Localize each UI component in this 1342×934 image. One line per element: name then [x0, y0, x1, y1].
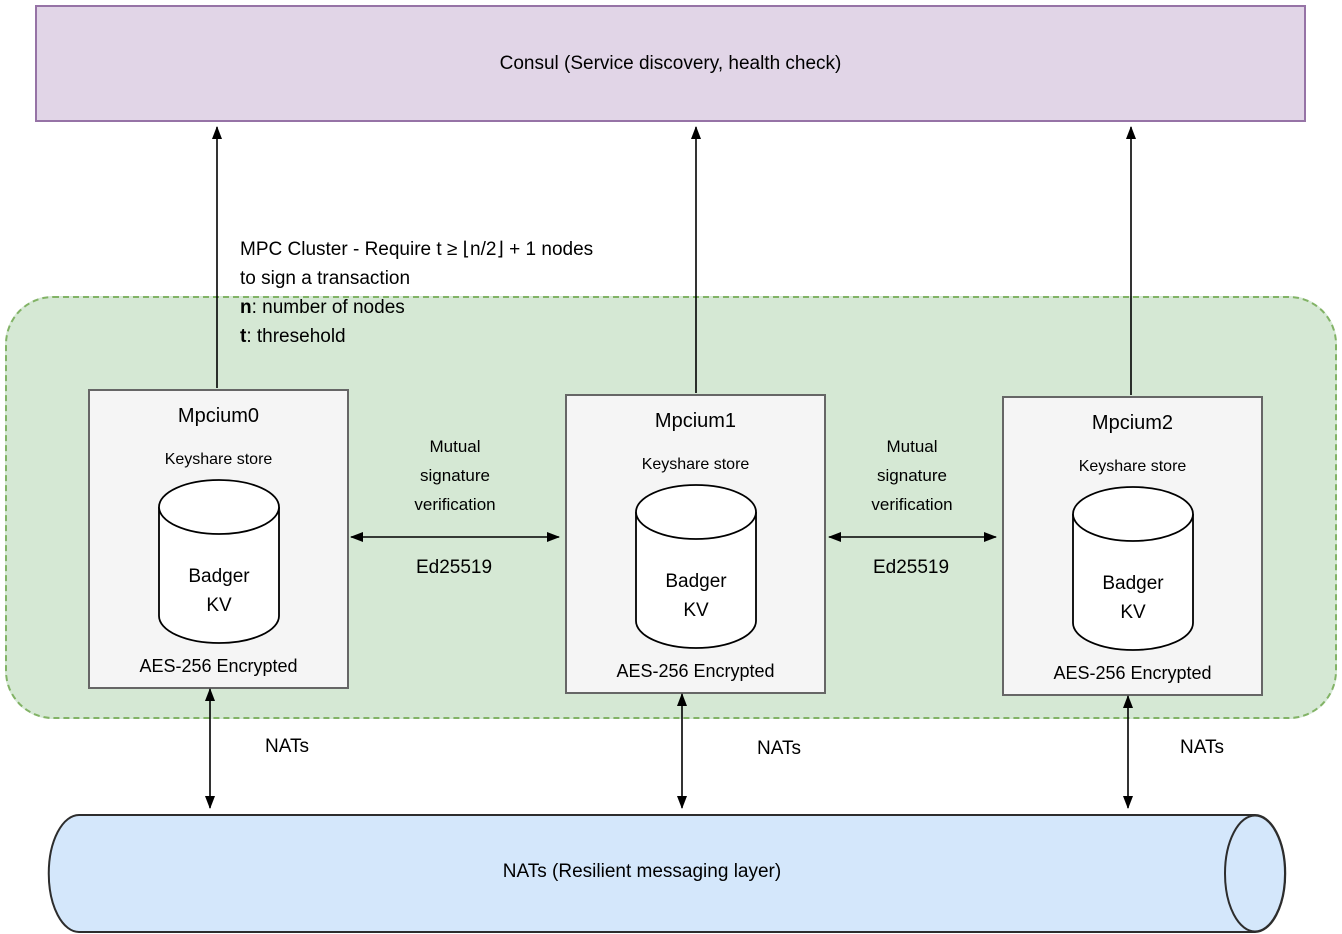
- database-cylinder-icon: Badger KV: [1071, 486, 1194, 651]
- consul-label: Consul (Service discovery, health check): [499, 52, 842, 74]
- keyshare-store-label: Keyshare store: [641, 456, 750, 473]
- keyshare-store-label: Keyshare store: [1078, 458, 1187, 475]
- db-label-line1: Badger: [1102, 573, 1164, 594]
- node-box-mpcium1: Mpcium1 Keyshare store Badger KV AES-256…: [565, 394, 826, 694]
- note-line-t: t: thresehold: [240, 322, 593, 351]
- nats-label-1: NATs: [265, 736, 309, 757]
- note-n-def: : number of nodes: [251, 297, 405, 318]
- node-box-mpcium0: Mpcium0 Keyshare store Badger KV AES-256…: [88, 389, 349, 689]
- nats-label-2: NATs: [757, 738, 801, 759]
- ed25519-label-1: Ed25519: [415, 557, 493, 578]
- node-title: Mpcium1: [654, 410, 737, 432]
- database-cylinder-icon: Badger KV: [634, 484, 757, 649]
- db-label-line2: KV: [1120, 602, 1146, 623]
- mutual-signature-label-1: Mutual signature verification: [414, 437, 496, 514]
- consul-box: Consul (Service discovery, health check): [35, 5, 1306, 122]
- nats-bus-cylinder: [47, 814, 1287, 933]
- nats-label-3: NATs: [1180, 737, 1224, 758]
- mpc-cluster-note: MPC Cluster - Require t ≥ ⌊n/2⌋ + 1 node…: [240, 235, 593, 351]
- keyshare-store-label: Keyshare store: [164, 451, 273, 468]
- mutual-signature-label-2: Mutual signature verification: [871, 437, 953, 514]
- note-n-term: n: [240, 297, 252, 318]
- note-t-def: : thresehold: [246, 326, 346, 347]
- node-title: Mpcium0: [177, 405, 260, 427]
- note-line-2: to sign a transaction: [240, 268, 411, 289]
- note-line-n: n: number of nodes: [240, 293, 593, 322]
- encryption-label: AES-256 Encrypted: [139, 656, 298, 676]
- db-label-line1: Badger: [188, 566, 250, 587]
- note-t-term: t: [240, 326, 247, 347]
- node-title: Mpcium2: [1091, 412, 1174, 434]
- node-box-mpcium2: Mpcium2 Keyshare store Badger KV AES-256…: [1002, 396, 1263, 696]
- nats-bus-label: NATs (Resilient messaging layer): [502, 861, 782, 882]
- encryption-label: AES-256 Encrypted: [1053, 663, 1212, 683]
- database-cylinder-icon: Badger KV: [157, 479, 280, 644]
- db-label-line2: KV: [206, 595, 232, 616]
- db-label-line1: Badger: [665, 571, 727, 592]
- db-label-line2: KV: [683, 600, 709, 621]
- note-line-1: MPC Cluster - Require t ≥ ⌊n/2⌋ + 1 node…: [240, 239, 594, 260]
- ed25519-label-2: Ed25519: [872, 557, 950, 578]
- encryption-label: AES-256 Encrypted: [616, 661, 775, 681]
